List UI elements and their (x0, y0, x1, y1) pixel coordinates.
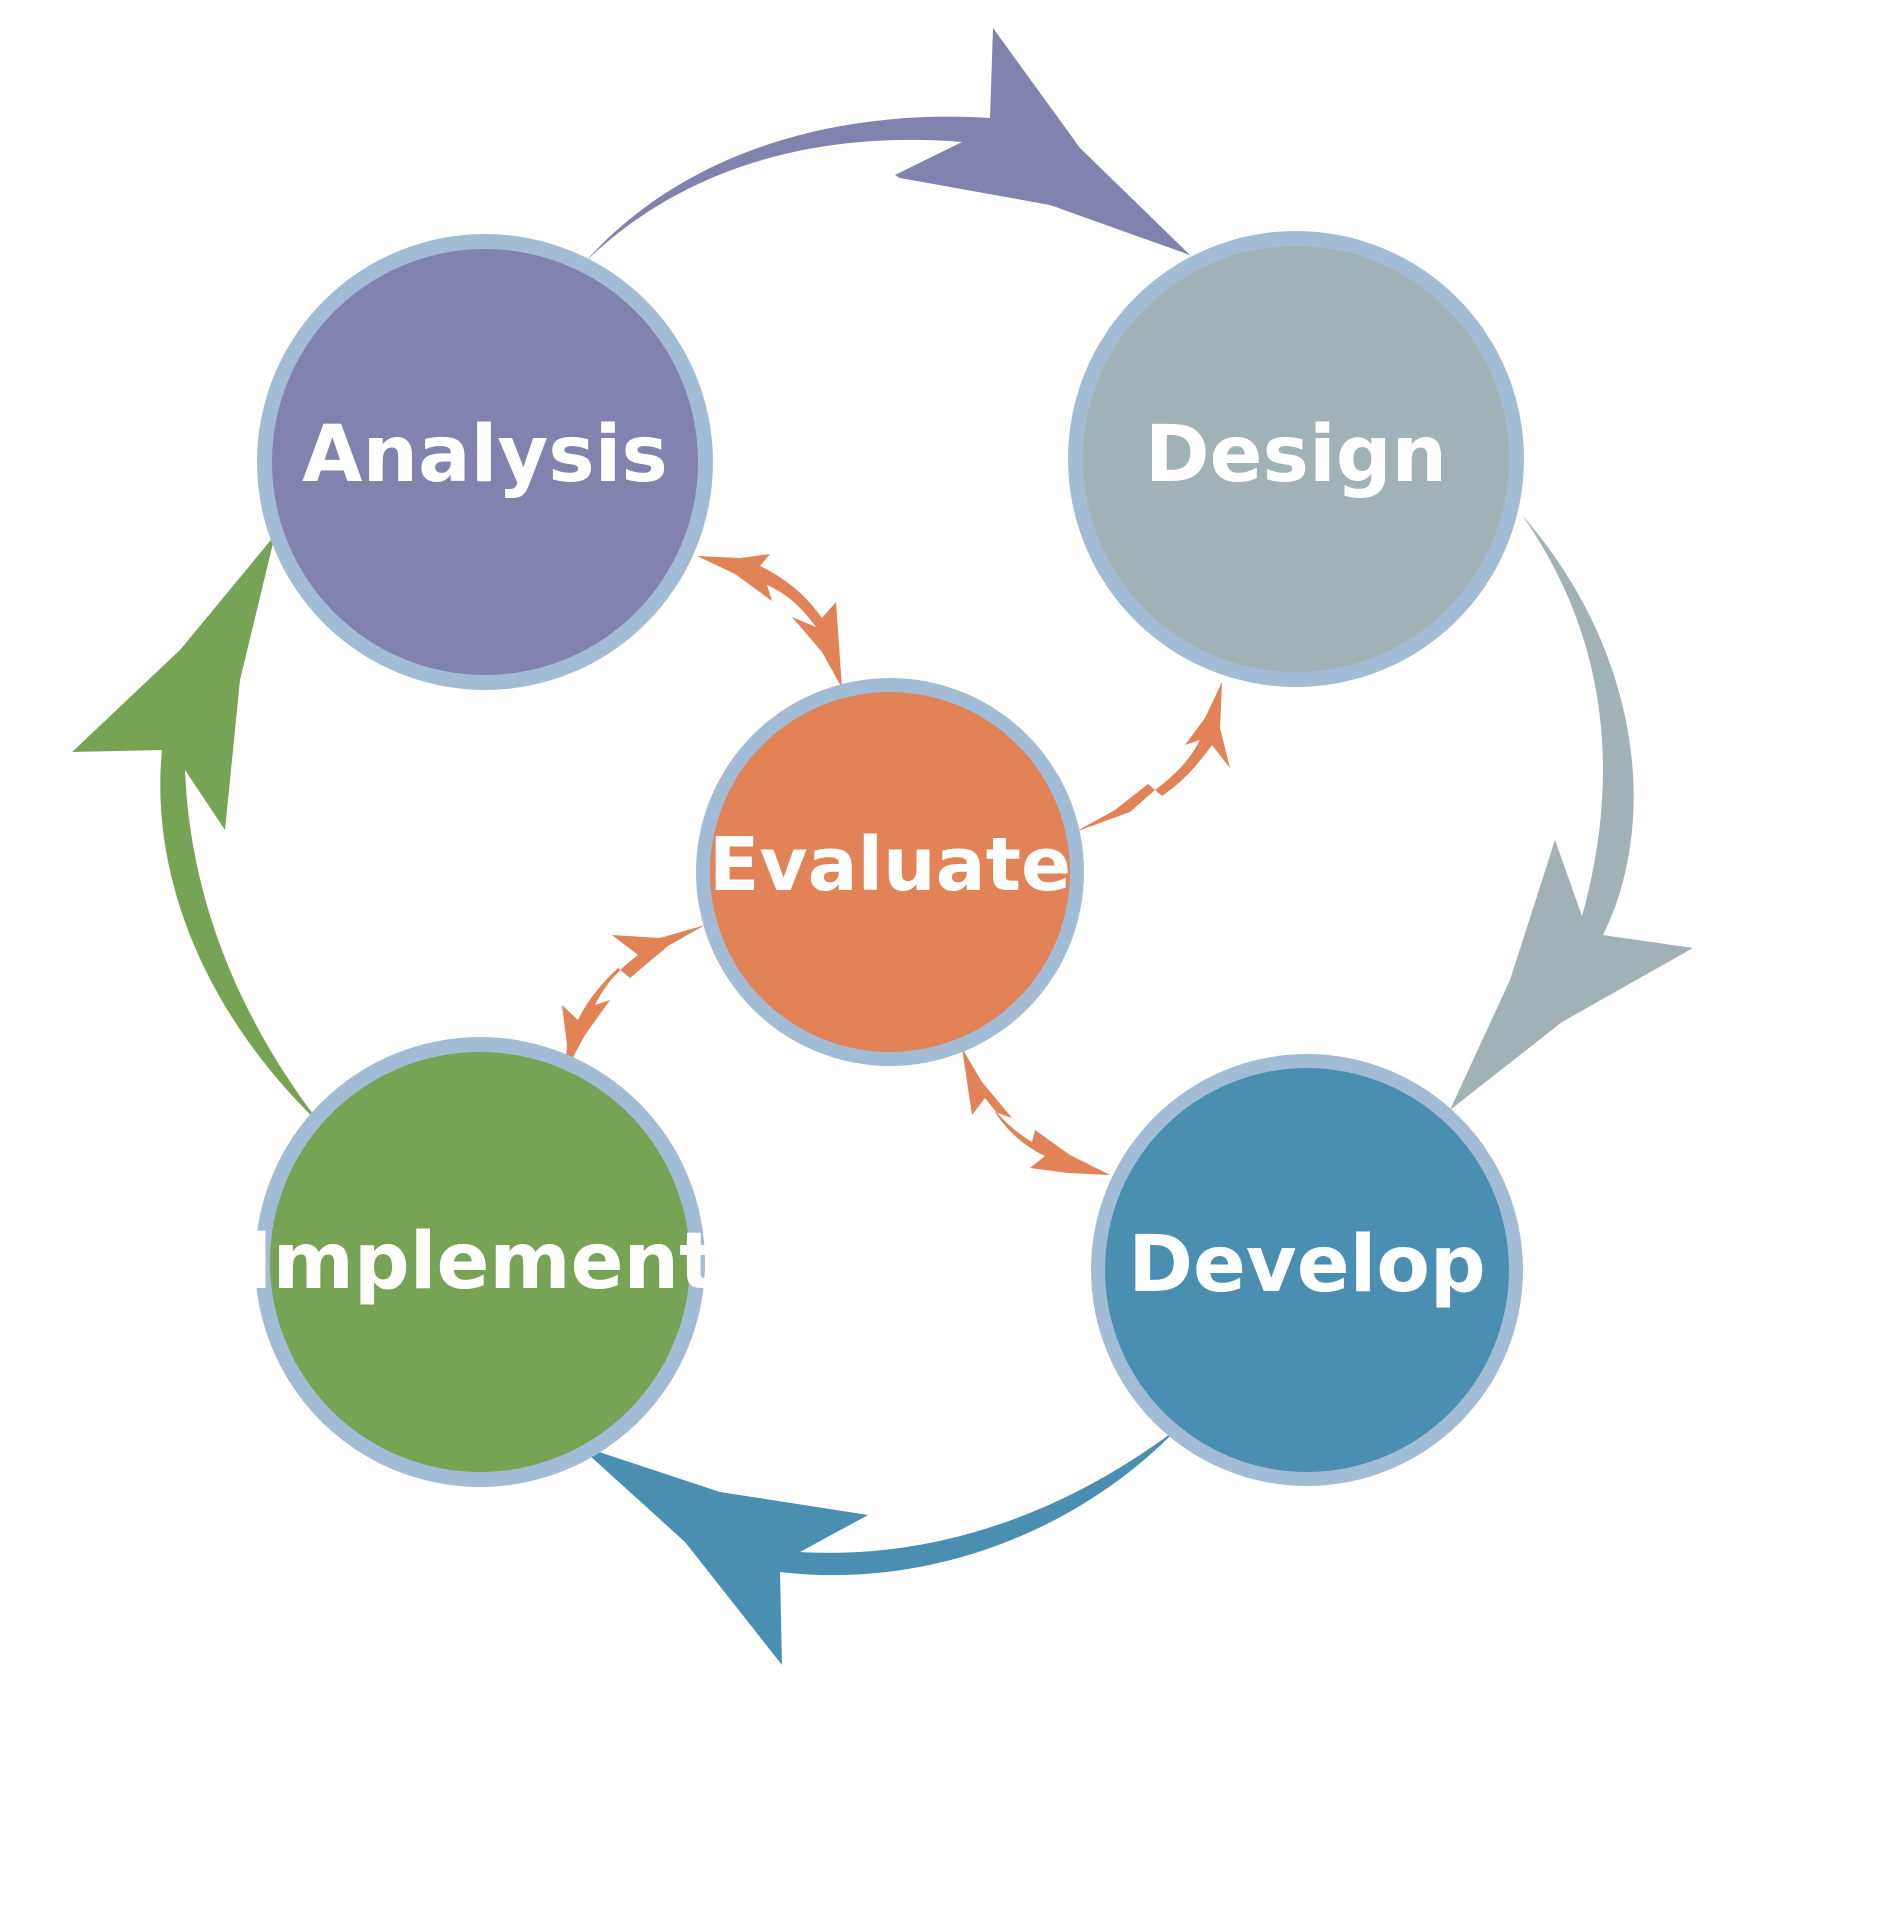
arrow-design-to-develop (1450, 515, 1693, 1110)
node-design-label: Design (1145, 410, 1447, 500)
node-implement-circle (270, 1052, 690, 1472)
node-develop: Develop (1091, 1054, 1523, 1486)
node-evaluate-label: Evaluate (709, 822, 1071, 908)
node-analysis: Analysis (257, 234, 713, 690)
arrow-evaluate-implement (562, 925, 705, 1072)
cycle-arrows (72, 28, 1693, 1665)
arrow-implement-to-analysis (72, 535, 322, 1126)
node-design-circle (1083, 246, 1509, 672)
arrow-evaluate-design (1075, 682, 1230, 832)
node-analysis-label: Analysis (302, 410, 668, 500)
node-implement: Implement (244, 1037, 717, 1487)
node-analysis-circle (272, 249, 698, 675)
node-evaluate-circle (710, 692, 1070, 1052)
arrow-evaluate-develop (962, 1048, 1110, 1175)
arrow-analysis-to-design (585, 28, 1190, 262)
node-develop-circle (1105, 1068, 1509, 1472)
node-implement-label: Implement (244, 1217, 717, 1307)
node-evaluate: Evaluate (696, 678, 1084, 1066)
node-design: Design (1068, 231, 1524, 687)
arrow-develop-to-implement (578, 1428, 1178, 1665)
arrow-evaluate-analysis (697, 554, 842, 688)
node-develop-label: Develop (1128, 1220, 1486, 1310)
evaluate-arrows (562, 554, 1230, 1175)
